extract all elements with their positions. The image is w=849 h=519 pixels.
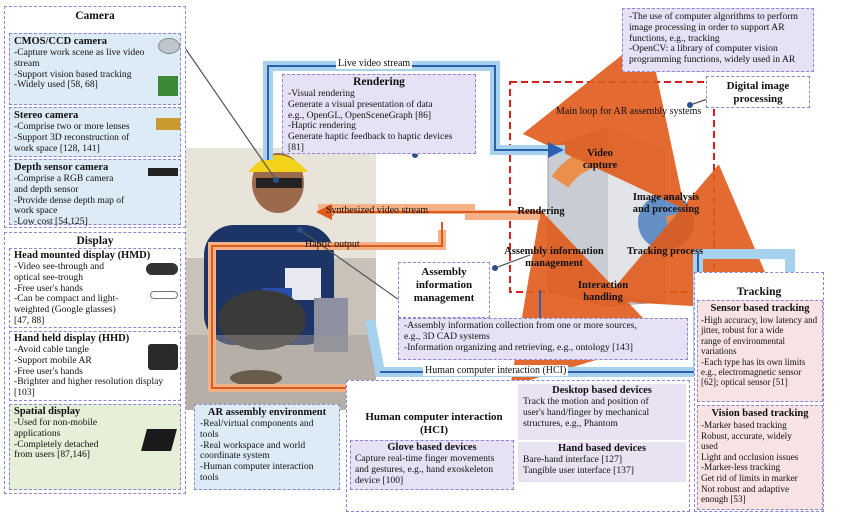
- assembly-info-loop-label: Assembly information management: [504, 246, 604, 269]
- spatial-display-box: Spatial display -Used for non-mobile app…: [9, 404, 181, 490]
- main-loop-title: Main loop for AR assembly systems: [556, 106, 702, 117]
- tracking-process-label: Tracking process: [626, 246, 704, 257]
- loop-cycle: [510, 34, 782, 387]
- stereo-camera-icon: [156, 118, 180, 130]
- tracking-title: Tracking: [736, 286, 782, 298]
- hmd-box: Head mounted display (HMD) -Video see-th…: [9, 248, 181, 328]
- google-glass-icon: [150, 291, 178, 299]
- sensor-tracking-box: Sensor based tracking -High accuracy, lo…: [697, 300, 823, 402]
- live-video-label: Live video stream: [336, 58, 413, 69]
- dip-box: -The use of computer algorithms to perfo…: [622, 8, 814, 72]
- hmd-goggles-icon: [146, 263, 178, 275]
- stereo-camera-box: Stereo camera -Comprise two or more lens…: [9, 107, 181, 157]
- hci-title: Human computer interaction (HCI): [365, 411, 503, 436]
- dip-text: -The use of computer algorithms to perfo…: [629, 11, 798, 66]
- aim-box: -Assembly information collection from on…: [398, 318, 688, 360]
- depth-sensor-icon: [148, 168, 178, 176]
- worker-photo: [186, 148, 376, 410]
- aim-title-box: Assembly information management: [398, 262, 490, 318]
- hhd-box: Hand held display (HHD) -Avoid cable tan…: [9, 331, 181, 401]
- stereo-camera-text: -Comprise two or more lenses -Support 3D…: [14, 121, 130, 154]
- dip-label: Digital image processing: [726, 80, 790, 105]
- video-capture-label: Video capture: [582, 148, 618, 171]
- hci-arrow-label: Human computer interaction (HCI): [423, 365, 569, 376]
- synth-video-label: Synthesized video stream: [326, 205, 429, 216]
- ar-env-title: AR assembly environment: [207, 407, 327, 418]
- depth-camera-title: Depth sensor camera: [14, 162, 109, 173]
- rendering-text: -Visual rendering Generate a visual pres…: [288, 88, 453, 153]
- desktop-title: Desktop based devices: [552, 385, 652, 396]
- depth-camera-text: -Comprise a RGB camera and depth sensor …: [14, 173, 125, 228]
- sensor-tracking-text: -High accuracy, low latency and jitter, …: [701, 315, 818, 388]
- depth-camera-box: Depth sensor camera -Comprise a RGB came…: [9, 159, 181, 228]
- hand-box: Hand based devices Bare-hand interface […: [518, 442, 686, 482]
- ar-env-text: -Real/virtual components and tools -Real…: [200, 418, 314, 483]
- sensor-tracking-title: Sensor based tracking: [710, 303, 810, 314]
- rendering-loop-label: Rendering: [517, 206, 565, 217]
- spatial-text: -Used for non-mobile applications -Compl…: [14, 417, 99, 461]
- image-analysis-label: Image analysis and processing: [632, 192, 700, 215]
- stereo-camera-title: Stereo camera: [14, 110, 79, 121]
- ccd-camera-title: CMOS/CCD camera: [14, 36, 108, 47]
- camera-title: Camera: [75, 10, 115, 22]
- hand-title: Hand based devices: [557, 443, 647, 454]
- camera-board-icon: [158, 76, 178, 96]
- hmd-text: -Video see-through and optical see-troug…: [14, 261, 119, 326]
- ccd-camera-text: -Capture work scene as live video stream…: [14, 47, 145, 91]
- desktop-text: Track the motion and position of user's …: [523, 396, 650, 429]
- glove-title: Glove based devices: [387, 442, 477, 453]
- desktop-box: Desktop based devices Track the motion a…: [518, 384, 686, 440]
- hand-text: Bare-hand interface [127] Tangible user …: [523, 454, 634, 476]
- vision-tracking-text: -Marker based tracking Robust, accurate,…: [701, 420, 799, 505]
- vision-tracking-box: Vision based tracking -Marker based trac…: [697, 405, 823, 510]
- glove-box: Glove based devices Capture real-time fi…: [350, 440, 514, 490]
- webcam-icon: [158, 38, 180, 54]
- display-title: Display: [76, 235, 114, 247]
- interaction-handling-label: Interaction handling: [577, 280, 629, 303]
- ar-env-box: AR assembly environment -Real/virtual co…: [194, 404, 340, 490]
- spatial-title: Spatial display: [14, 406, 81, 417]
- hhd-text: -Avoid cable tangle -Support mobile AR -…: [14, 344, 164, 399]
- projector-icon: [141, 429, 177, 451]
- haptic-output-label: Haptic output: [305, 239, 360, 250]
- aim-title: Assembly information management: [413, 266, 475, 304]
- glove-text: Capture real-time finger movements and g…: [355, 453, 495, 486]
- rendering-box: Rendering -Visual rendering Generate a v…: [282, 74, 476, 154]
- ccd-camera-box: CMOS/CCD camera -Capture work scene as l…: [9, 33, 181, 105]
- rendering-title: Rendering: [353, 76, 405, 88]
- hhd-title: Hand held display (HHD): [14, 333, 130, 344]
- dip-label-box: Digital image processing: [706, 76, 810, 108]
- hmd-title: Head mounted display (HMD): [14, 250, 151, 261]
- vision-tracking-title: Vision based tracking: [711, 408, 809, 419]
- tablet-icon: [148, 344, 178, 370]
- aim-text: -Assembly information collection from on…: [404, 320, 637, 353]
